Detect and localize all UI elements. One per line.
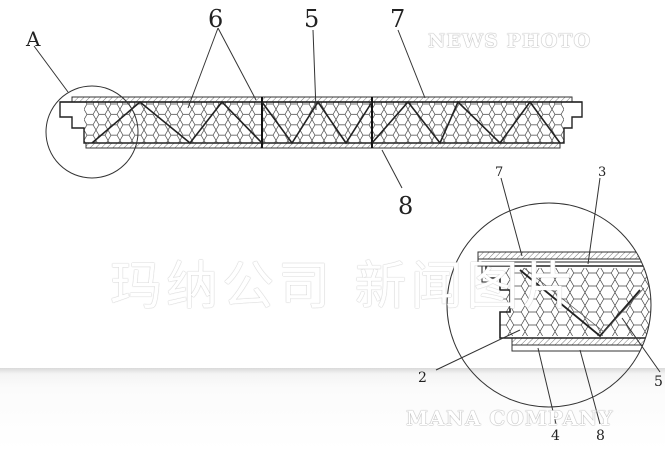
leader-detail-2 xyxy=(435,329,521,371)
leader-detail-7 xyxy=(500,177,523,257)
panel-outline xyxy=(59,101,583,144)
label-detail-3: 3 xyxy=(598,165,606,180)
leader-6b xyxy=(217,27,257,101)
watermark-middle: 玛纳公司 新闻图片 xyxy=(110,257,579,317)
label-detail-8: 8 xyxy=(596,428,605,444)
detail-bottom-skin xyxy=(511,337,651,346)
leader-detail-8 xyxy=(579,349,601,425)
label-detail-7: 7 xyxy=(495,165,503,180)
detail-core xyxy=(500,268,651,336)
top-skin xyxy=(71,96,573,103)
leader-8 xyxy=(381,149,403,189)
detail-circle xyxy=(446,202,652,408)
label-detail-4: 4 xyxy=(551,428,560,444)
diagonal-trusses xyxy=(91,100,561,145)
bottom-skin xyxy=(85,142,561,149)
label-a: A xyxy=(25,27,41,51)
watermark-bottom: MANA COMPANY xyxy=(406,406,614,430)
detail-circle-a xyxy=(45,85,139,179)
main-panel xyxy=(59,96,583,149)
honeycomb-core xyxy=(84,102,564,143)
leader-5 xyxy=(312,29,317,111)
detail-end-profile xyxy=(485,265,651,339)
bottom-shadow-band xyxy=(0,368,665,450)
detail-truss xyxy=(519,269,641,338)
label-top-5: 5 xyxy=(304,5,319,33)
label-detail-2: 2 xyxy=(418,370,427,386)
leader-6a xyxy=(187,27,219,109)
label-top-8: 8 xyxy=(398,192,413,220)
label-top-7: 7 xyxy=(390,5,405,33)
leader-detail-4 xyxy=(537,347,557,425)
leader-detail-5 xyxy=(621,317,661,373)
watermark-top: NEWS PHOTO xyxy=(428,30,592,52)
leader-a xyxy=(33,45,69,93)
label-top-6: 6 xyxy=(208,5,223,33)
leader-detail-3 xyxy=(587,177,601,265)
label-detail-5: 5 xyxy=(654,374,663,390)
detail-view xyxy=(446,202,652,408)
leader-7 xyxy=(397,29,426,99)
